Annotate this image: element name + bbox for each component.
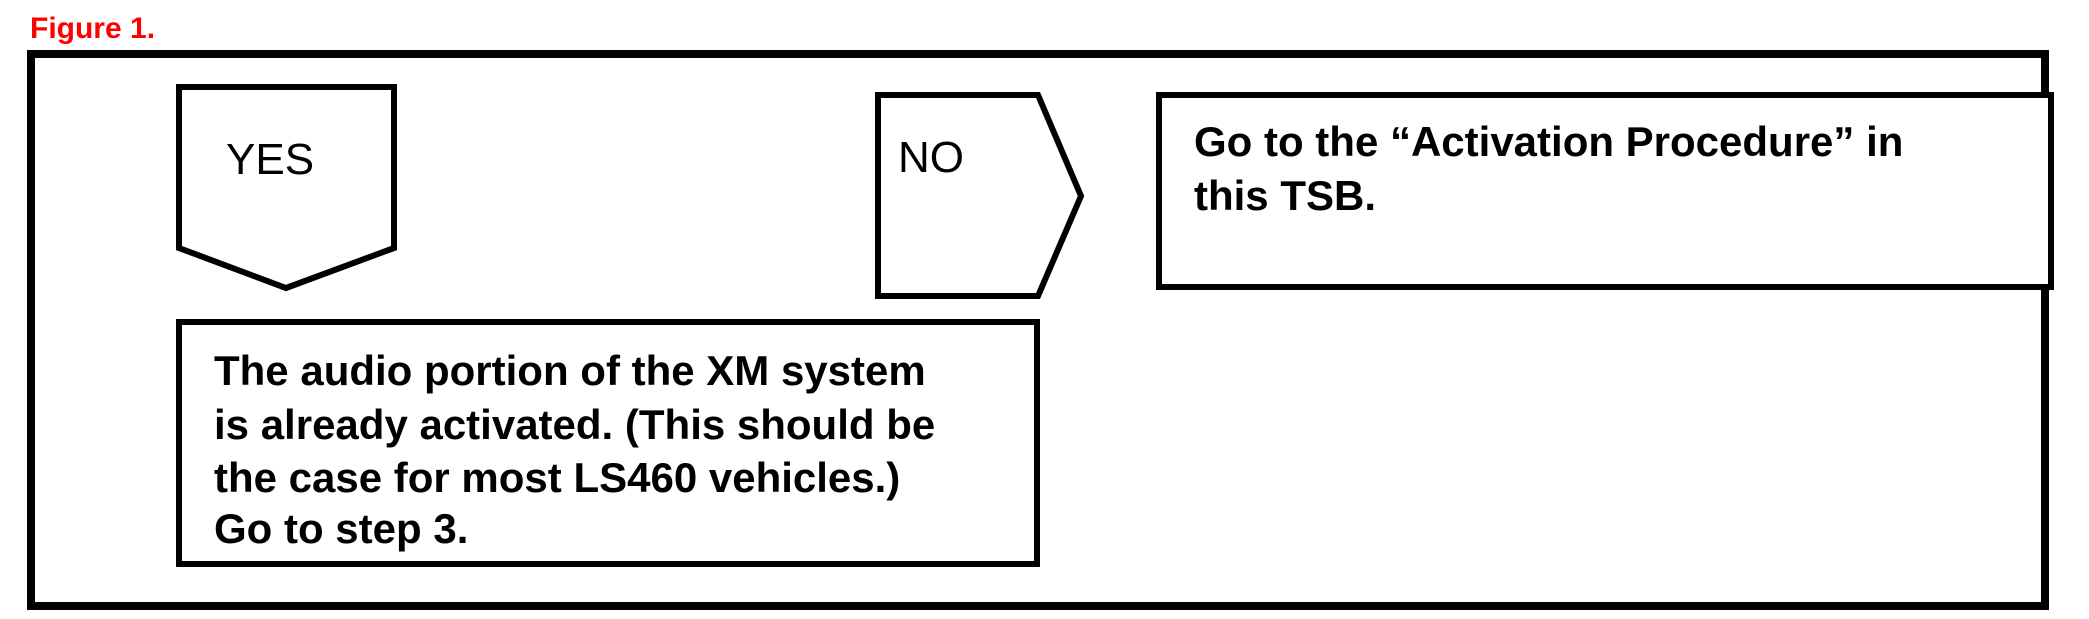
yes-outcome-line: the case for most LS460 vehicles.) — [214, 454, 900, 501]
yes-label: YES — [226, 135, 314, 184]
no-outcome-line: this TSB. — [1194, 172, 1376, 219]
outer-frame — [27, 50, 2049, 610]
yes-outcome-line: The audio portion of the XM system — [214, 347, 926, 394]
figure-label: Figure 1. — [30, 12, 156, 45]
yes-outcome-line: Go to step 3. — [214, 505, 468, 552]
no-arrow-shape — [875, 92, 1085, 299]
no-outcome-box — [1156, 92, 2054, 290]
yes-outcome-text: The audio portion of the XM system is al… — [214, 347, 947, 552]
no-outcome-line: Go to the “Activation Procedure” in — [1194, 118, 1903, 165]
yes-outcome-line: is already activated. (This should be — [214, 401, 935, 448]
no-label: NO — [898, 133, 964, 182]
yes-outcome-box — [176, 319, 1040, 567]
no-outcome-text: Go to the “Activation Procedure” in this… — [1194, 118, 1915, 219]
yes-arrow-shape — [176, 84, 397, 292]
